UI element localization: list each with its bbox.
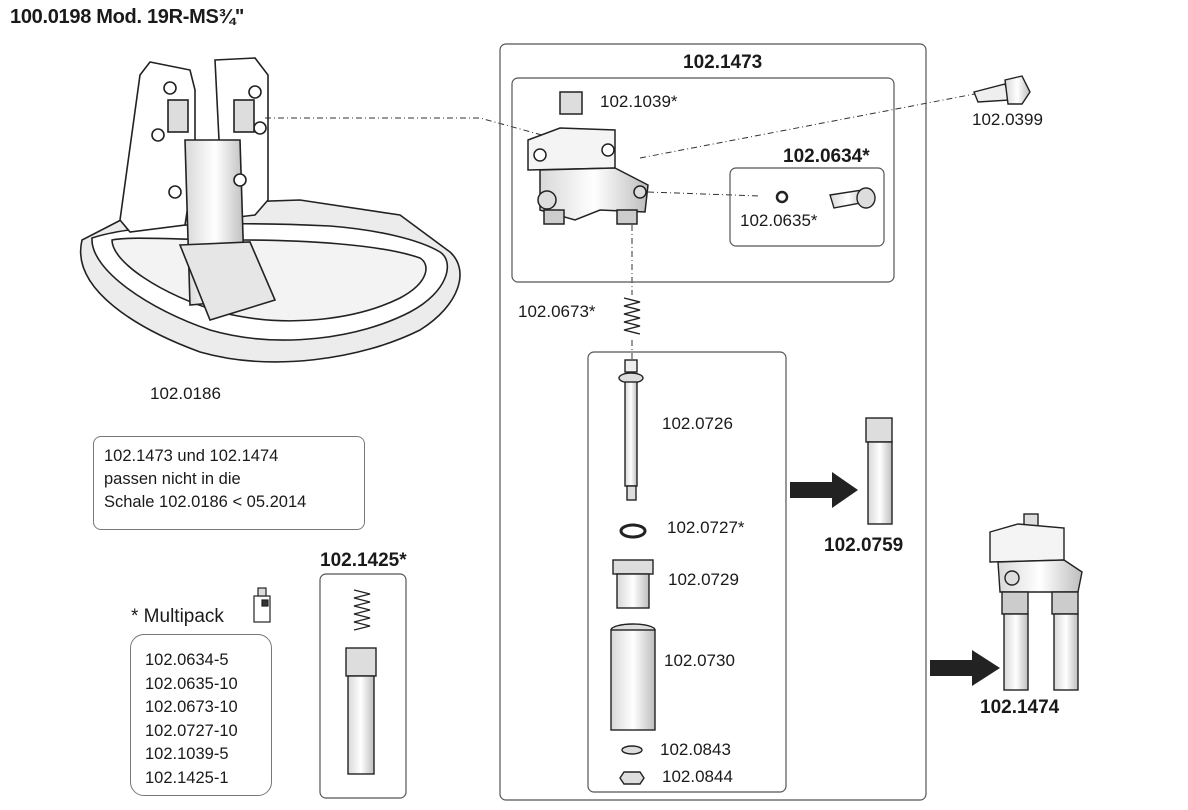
multipack-item: 102.1425-1 — [145, 768, 229, 787]
screw-drawing — [973, 75, 1031, 105]
multipack-item: 102.0673-10 — [145, 698, 238, 716]
label-valve-assembly: 102.1473 — [683, 52, 763, 73]
note-line-1: 102.1473 und 102.1474 — [104, 447, 279, 465]
sleeve-drawing — [610, 623, 656, 731]
spring-set-drawing — [345, 589, 377, 775]
nut-drawing — [612, 559, 654, 609]
label-ring: 102.0727* — [667, 518, 745, 537]
page-title: 100.0198 Mod. 19R-MS¾" — [10, 6, 245, 28]
arrow-to-extension — [790, 472, 858, 508]
label-nut: 102.0729 — [668, 570, 739, 589]
spring-drawing — [623, 297, 641, 335]
note-line-3: Schale 102.0186 < 05.2014 — [104, 493, 307, 511]
label-double-assembly: 102.1474 — [980, 697, 1060, 718]
label-bowl: 102.0186 — [150, 384, 221, 403]
washer-drawing — [621, 745, 643, 755]
note-line-2: passen nicht in die — [104, 470, 241, 488]
o-ring-drawing — [619, 523, 647, 539]
label-plug: 102.1039* — [600, 92, 678, 111]
label-extension: 102.0759 — [824, 535, 904, 556]
valve-body-drawing — [527, 91, 649, 225]
extension-drawing — [865, 417, 893, 525]
multipack-item: 102.0634-5 — [145, 651, 229, 669]
multipack-item: 102.0727-10 — [145, 721, 238, 740]
drinking-bowl-drawing — [79, 57, 461, 363]
valve-pin-drawing — [618, 359, 644, 501]
arrow-to-double-assembly — [930, 650, 1000, 686]
double-valve-drawing — [989, 513, 1083, 691]
compatibility-note: 102.1473 und 102.1474 passen nicht in di… — [93, 436, 365, 530]
label-seal: 102.0635* — [740, 211, 818, 230]
seal-ring-drawing — [775, 190, 789, 204]
multipack-icon — [253, 587, 271, 623]
multipack-list: 102.0634-5 102.0635-10 102.0673-10 102.0… — [130, 634, 272, 796]
multipack-item: 102.1039-5 — [145, 745, 229, 763]
label-screw: 102.0399 — [972, 110, 1043, 129]
label-sleeve: 102.0730 — [664, 651, 735, 670]
small-nut-drawing — [619, 771, 645, 785]
multipack-item: 102.0635-10 — [145, 674, 238, 693]
label-washer: 102.0843 — [660, 740, 731, 759]
label-spring: 102.0673* — [518, 302, 596, 321]
multipack-label: * Multipack — [131, 606, 224, 627]
label-small-nut: 102.0844 — [662, 767, 733, 786]
label-kit: 102.0634* — [783, 146, 870, 167]
label-pin: 102.0726 — [662, 414, 733, 433]
label-spring-set: 102.1425* — [320, 550, 407, 571]
